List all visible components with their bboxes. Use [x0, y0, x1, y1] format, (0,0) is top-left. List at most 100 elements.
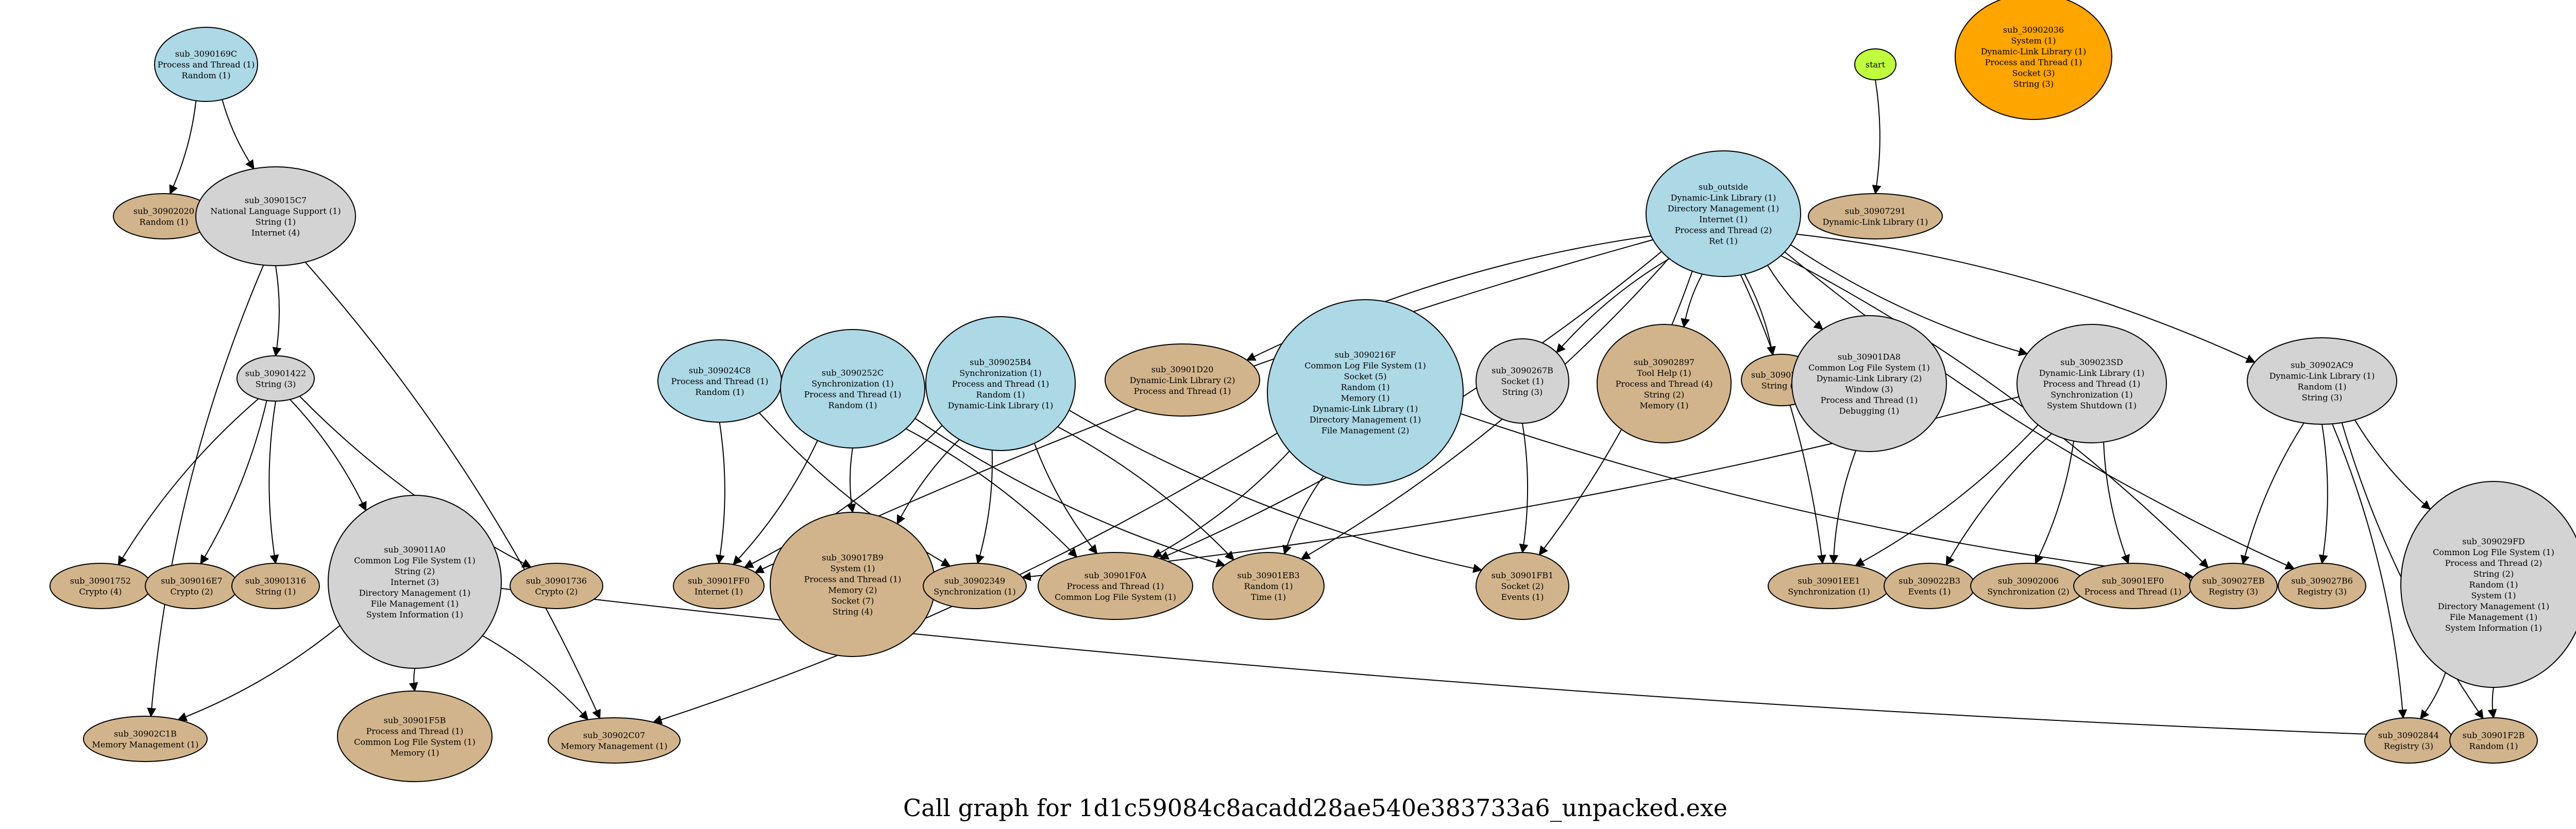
- node-detail: Socket (7): [832, 596, 874, 606]
- node-detail: String (1): [256, 587, 296, 597]
- node-detail: Socket (1): [1501, 376, 1544, 386]
- node-title: sub_3090169C: [175, 49, 237, 59]
- node-detail: Dynamic-Link Library (1): [2039, 368, 2145, 378]
- node-detail: System (1): [2471, 591, 2516, 600]
- edge-sub_309025B4-to-sub_309017B9: [896, 439, 960, 525]
- edge-sub_309011A0-to-sub_30901F5B: [409, 668, 418, 692]
- node-detail: Common Log File System (1): [1055, 592, 1176, 602]
- node-title: sub_30901EF0: [2102, 576, 2164, 586]
- node-shape: [2016, 324, 2167, 443]
- node-detail: Random (1): [2469, 580, 2518, 590]
- edge-sub_outside-to-sub_30901EE1: [1740, 274, 1826, 564]
- node-title: sub_309017B9: [822, 553, 884, 563]
- node-detail: Random (1): [828, 401, 877, 410]
- node-detail: Dynamic-Link Library (1): [1981, 47, 2087, 57]
- edge-sub_309025B4-to-sub_30901FB1: [1069, 409, 1483, 573]
- node-title: sub_30901EE1: [1798, 576, 1860, 586]
- node-title: sub_30901D20: [1151, 365, 1214, 374]
- node-title: sub_30902020: [133, 206, 194, 216]
- node-detail: Random (1): [139, 217, 188, 227]
- node-detail: Crypto (4): [79, 587, 122, 597]
- node-shape: [83, 716, 208, 762]
- node-shape: [231, 563, 320, 609]
- node-start: start: [1854, 48, 1896, 80]
- node-detail: Common Log File System (1): [354, 556, 476, 565]
- node-detail: Internet (1): [694, 587, 743, 597]
- edges-layer: [117, 79, 2497, 742]
- node-shape: [1267, 299, 1464, 486]
- node-detail: Process and Thread (1): [952, 379, 1049, 389]
- node-shape: [1970, 563, 2087, 609]
- node-title: sub_30901DA8: [1838, 352, 1901, 362]
- node-detail: Memory (1): [1341, 393, 1389, 403]
- node-title: sub_30901F2B: [2463, 731, 2525, 740]
- edge-sub_309025B4-to-sub_30901FF0: [743, 425, 943, 568]
- node-shape: [1955, 0, 2112, 120]
- node-detail: Synchronization (1): [959, 368, 1041, 378]
- node-shape: [673, 563, 765, 609]
- node-detail: Memory Management (1): [92, 740, 198, 750]
- node-detail: Ret (1): [1709, 236, 1738, 246]
- node-detail: Synchronization (1): [934, 587, 1015, 597]
- node-title: sub_30907291: [1845, 206, 1906, 216]
- node-detail: Socket (3): [2012, 68, 2055, 78]
- node-shape: [337, 690, 493, 782]
- node-shape: [1808, 193, 1943, 239]
- node-shape: [780, 329, 925, 448]
- node-detail: File Management (1): [371, 599, 459, 609]
- node-detail: Process and Thread (1): [1067, 581, 1164, 591]
- node-title: sub_30902006: [1998, 576, 2059, 586]
- node-detail: Time (1): [1251, 592, 1286, 602]
- node-detail: String (3): [2013, 79, 2054, 89]
- node-detail: String (2): [1644, 390, 1684, 400]
- node-title: sub_309024C8: [689, 366, 751, 375]
- node-shape: [1212, 552, 1325, 620]
- edge-sub_309015C7-to-sub_30902C07: [304, 262, 601, 719]
- edge-sub_30901422-to-sub_309016E7: [200, 400, 267, 565]
- node-title: sub_30901F0A: [1084, 571, 1147, 580]
- node-detail: Process and Thread (1): [2084, 587, 2182, 597]
- node-title: sub_309027B6: [2291, 576, 2353, 586]
- edge-sub_30901422-to-sub_309011A0: [290, 399, 367, 511]
- edge-sub_outside-to-sub_30901EB3: [1300, 257, 1670, 560]
- node-detail: Socket (5): [1344, 372, 1387, 382]
- edge-sub_3090252C-to-sub_30901F0A: [905, 428, 1078, 558]
- graph-title: Call graph for 1d1c59084c8acadd28ae540e3…: [903, 794, 1727, 822]
- node-shape: [1038, 552, 1193, 620]
- node-shape: [2449, 717, 2538, 764]
- edge-sub_30902AC9-to-sub_309027EB: [2240, 422, 2304, 565]
- node-shape: [2364, 717, 2453, 764]
- node-detail: Dynamic-Link Library (1): [2269, 371, 2375, 381]
- node-title: sub_3090252C: [822, 368, 884, 378]
- node-detail: String (2): [2473, 569, 2514, 579]
- node-shape: [236, 355, 315, 402]
- node-detail: String (3): [1502, 387, 1543, 397]
- node-shape: [2189, 563, 2278, 609]
- edge-sub_3090252C-to-sub_30901FF0: [733, 440, 818, 565]
- node-detail: Random (1): [2469, 741, 2518, 751]
- node-detail: Process and Thread (1): [158, 60, 255, 70]
- node-title: sub_30902C07: [583, 731, 645, 740]
- edge-sub_30902AC9-to-sub_30902844: [2332, 423, 2408, 719]
- node-detail: Memory (1): [1639, 401, 1688, 410]
- node-detail: Dynamic-Link Library (1): [948, 401, 1054, 410]
- node-detail: Common Log File System (1): [354, 737, 476, 747]
- node-shape: [548, 717, 681, 764]
- node-detail: System Information (1): [366, 610, 463, 619]
- edge-sub_outside-to-sub_30902897: [1681, 273, 1703, 328]
